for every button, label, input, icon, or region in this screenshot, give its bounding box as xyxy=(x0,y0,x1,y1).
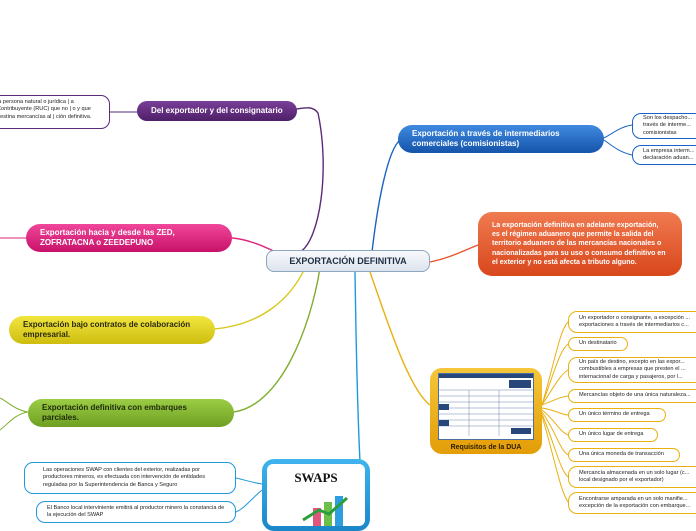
dua-item-7[interactable]: Una única moneda de transacción xyxy=(568,448,680,462)
consignatario-detail-box[interactable]: la persona natural o jurídica | a Contri… xyxy=(0,95,110,129)
link-swaps xyxy=(354,271,361,463)
topic-consignatario[interactable]: Del exportador y del consignatario xyxy=(137,101,297,121)
topic-consignatario-label: Del exportador y del consignatario xyxy=(151,106,283,115)
link-definicion xyxy=(429,244,479,263)
topic-swaps[interactable]: SWAPS xyxy=(262,459,370,531)
dua-item-1-text: Un exportador o consignante, a excepción… xyxy=(579,314,691,328)
intermediarios-item-2-text: La empresa interm... declaración aduan..… xyxy=(643,147,695,161)
link-consignatario xyxy=(289,107,324,253)
central-topic[interactable]: EXPORTACIÓN DEFINITIVA xyxy=(266,250,430,272)
dua-item-1[interactable]: Un exportador o consignante, a excepción… xyxy=(568,311,696,333)
dua-item-6[interactable]: Un único lugar de entrega xyxy=(568,428,658,442)
link-embarques-left xyxy=(0,397,29,431)
link-intermediarios xyxy=(371,139,401,253)
dua-item-4[interactable]: Mercancías objeto de una única naturalez… xyxy=(568,389,696,403)
intermediarios-item-1[interactable]: Son los despacho... través de interme...… xyxy=(632,113,696,139)
dua-item-3-text: Un país de destino, excepto en las expor… xyxy=(579,359,686,380)
topic-colaboracion-label: Exportación bajo contratos de colaboraci… xyxy=(23,320,191,339)
topic-zed-label: Exportación hacia y desde las ZED, ZOFRA… xyxy=(40,228,175,247)
dua-item-2-text: Un destinatario xyxy=(579,340,617,347)
chart-arrow-icon xyxy=(302,496,348,526)
topic-zed[interactable]: Exportación hacia y desde las ZED, ZOFRA… xyxy=(26,224,232,252)
topic-embarques[interactable]: Exportación definitiva con embarques par… xyxy=(28,399,234,427)
link-intermediarios-items xyxy=(603,124,633,156)
swaps-item-1[interactable]: Las operaciones SWAP con clientes del ex… xyxy=(24,462,236,494)
link-dua xyxy=(369,271,431,406)
topic-dua-label: Requisitos de la DUA xyxy=(450,444,522,451)
dua-item-8-text: Mercancía almacenada en un solo lugar (c… xyxy=(579,469,690,483)
topic-dua[interactable]: Requisitos de la DUA xyxy=(430,368,542,454)
topic-colaboracion[interactable]: Exportación bajo contratos de colaboraci… xyxy=(9,316,215,344)
dua-item-6-text: Un único lugar de entrega xyxy=(579,431,644,438)
dua-item-5-text: Un único término de entrega xyxy=(579,411,650,418)
swaps-item-1-text: Las operaciones SWAP con clientes del ex… xyxy=(43,467,206,488)
topic-intermediarios-label: Exportación a través de intermediarios c… xyxy=(412,129,560,148)
definition-box[interactable]: La exportación definitiva en adelante ex… xyxy=(478,212,682,276)
link-embarques xyxy=(233,267,321,413)
dua-item-3[interactable]: Un país de destino, excepto en las expor… xyxy=(568,357,696,383)
connector-lines xyxy=(0,107,633,513)
dua-item-9[interactable]: Encontrarse amparada en un solo manifie.… xyxy=(568,492,696,514)
intermediarios-item-2[interactable]: La empresa interm... declaración aduan..… xyxy=(632,145,696,165)
consignatario-detail-text: la persona natural o jurídica | a Contri… xyxy=(0,99,92,120)
link-dua-items xyxy=(541,321,569,503)
dua-item-2[interactable]: Un destinatario xyxy=(568,337,628,351)
swaps-item-2-text: El Banco local interviniente emitirá al … xyxy=(47,504,225,518)
central-topic-label: EXPORTACIÓN DEFINITIVA xyxy=(289,256,407,266)
swaps-image: SWAPS xyxy=(267,464,365,526)
dua-item-4-text: Mercancías objeto de una única naturalez… xyxy=(579,392,691,399)
swaps-title: SWAPS xyxy=(294,470,338,485)
intermediarios-item-1-text: Son los despacho... través de interme...… xyxy=(643,115,693,136)
link-colaboracion xyxy=(213,267,306,330)
topic-embarques-label: Exportación definitiva con embarques par… xyxy=(42,403,187,422)
dua-item-7-text: Una única moneda de transacción xyxy=(579,451,664,458)
dua-item-5[interactable]: Un único término de entrega xyxy=(568,408,666,422)
form-document-icon xyxy=(439,374,533,436)
dua-form-image xyxy=(438,373,534,440)
definition-text: La exportación definitiva en adelante ex… xyxy=(492,222,666,266)
link-swaps-items xyxy=(235,477,263,513)
dua-item-8[interactable]: Mercancía almacenada en un solo lugar (c… xyxy=(568,466,696,488)
topic-intermediarios[interactable]: Exportación a través de intermediarios c… xyxy=(398,125,604,153)
dua-item-9-text: Encontrarse amparada en un solo manifie.… xyxy=(579,495,691,509)
